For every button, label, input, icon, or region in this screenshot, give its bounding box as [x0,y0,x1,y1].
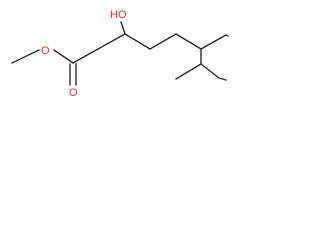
bond-branch-c9 [175,63,202,80]
bond-c4-c5 [149,33,177,50]
bond-methyl-ester-o [11,49,40,64]
bond-c5-c6 [175,33,202,50]
hydroxyl-label: HO [110,9,127,21]
bond-c3-hydroxyl [120,21,126,35]
bond-c10-c11 [218,77,227,81]
structure-canvas: HO O O [0,0,234,116]
bond-c1-c2 [72,48,99,64]
bond-c7-c8 [225,34,229,37]
carbonyl-oxygen-label: O [69,87,78,99]
bond-c3-c4 [124,33,151,50]
bond-ester-o-carbonyl [53,49,74,64]
bond-c6-c7 [200,34,227,50]
bond-c2-c3 [97,33,126,50]
ester-oxygen-label: O [41,45,50,57]
bond-branch-c10 [200,63,220,79]
molecule-structure: HO O O [11,9,229,99]
